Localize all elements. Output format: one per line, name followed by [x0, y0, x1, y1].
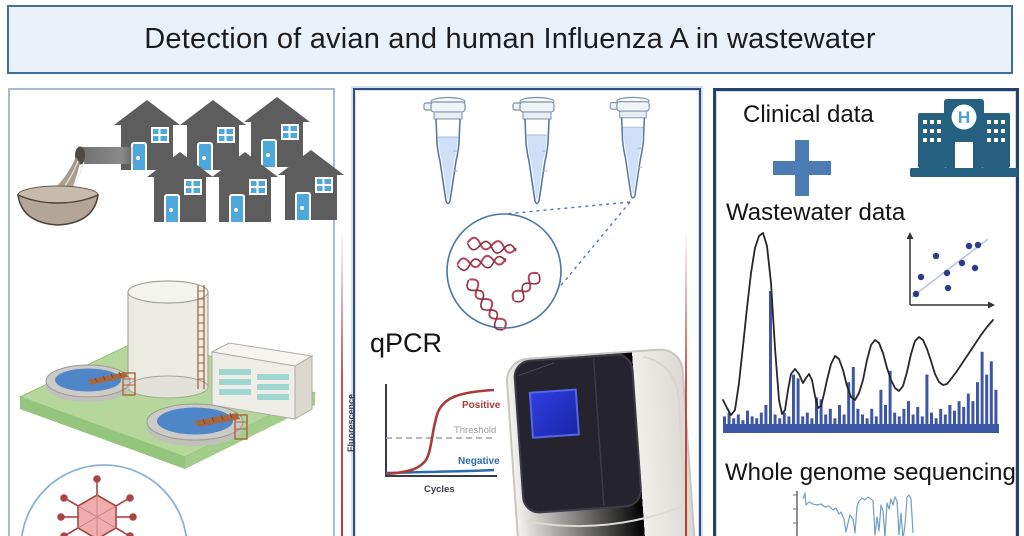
hospital-icon: H — [910, 99, 1018, 177]
page-title: Detection of avian and human Influenza A… — [144, 23, 876, 55]
title-box: Detection of avian and human Influenza A… — [7, 5, 1013, 74]
plus-icon — [773, 140, 831, 196]
coverage-plot — [793, 491, 914, 536]
red-divider-line — [341, 228, 343, 536]
clinical-data-label: Clinical data — [743, 101, 874, 128]
house-icon — [278, 150, 344, 220]
treatment-plant-icon — [18, 280, 317, 469]
positive-label: Positive — [462, 400, 501, 411]
sample-tube-icon — [423, 96, 466, 205]
house-icon — [212, 152, 278, 222]
threshold-label: Threshold — [454, 425, 496, 436]
sewage-pipe-icon — [17, 146, 136, 226]
virus-icon — [20, 464, 188, 536]
fluorescence-axis-label: Fluorescence — [346, 394, 356, 452]
wastewater-data-label: Wastewater data — [726, 199, 906, 226]
rna-circle-icon — [446, 213, 562, 331]
hospital-h-letter: H — [958, 108, 970, 127]
sample-tube-icon — [609, 96, 650, 199]
red-divider-line — [685, 228, 687, 536]
sample-tube-icon — [512, 96, 555, 205]
wastewater-timeseries-chart — [722, 232, 999, 433]
house-icon — [147, 152, 213, 222]
panel-data-integration: Clinical data H Wastewater data — [713, 88, 1019, 536]
wgs-label: Whole genome sequencing — [725, 459, 1016, 486]
callout-lines — [504, 201, 631, 290]
correlation-scatter-chart — [906, 232, 995, 309]
negative-label: Negative — [458, 456, 500, 467]
qpcr-chart: Positive Threshold Negative Fluorescence… — [346, 384, 501, 495]
panel-lab-analysis: qPCR Positive Threshold Negative Fluores… — [346, 88, 701, 536]
qpcr-machine-icon — [505, 348, 696, 536]
house-icon — [114, 100, 180, 170]
qpcr-label: qPCR — [370, 328, 443, 358]
cycles-axis-label: Cycles — [424, 484, 455, 495]
panel-wastewater-source — [8, 88, 344, 536]
